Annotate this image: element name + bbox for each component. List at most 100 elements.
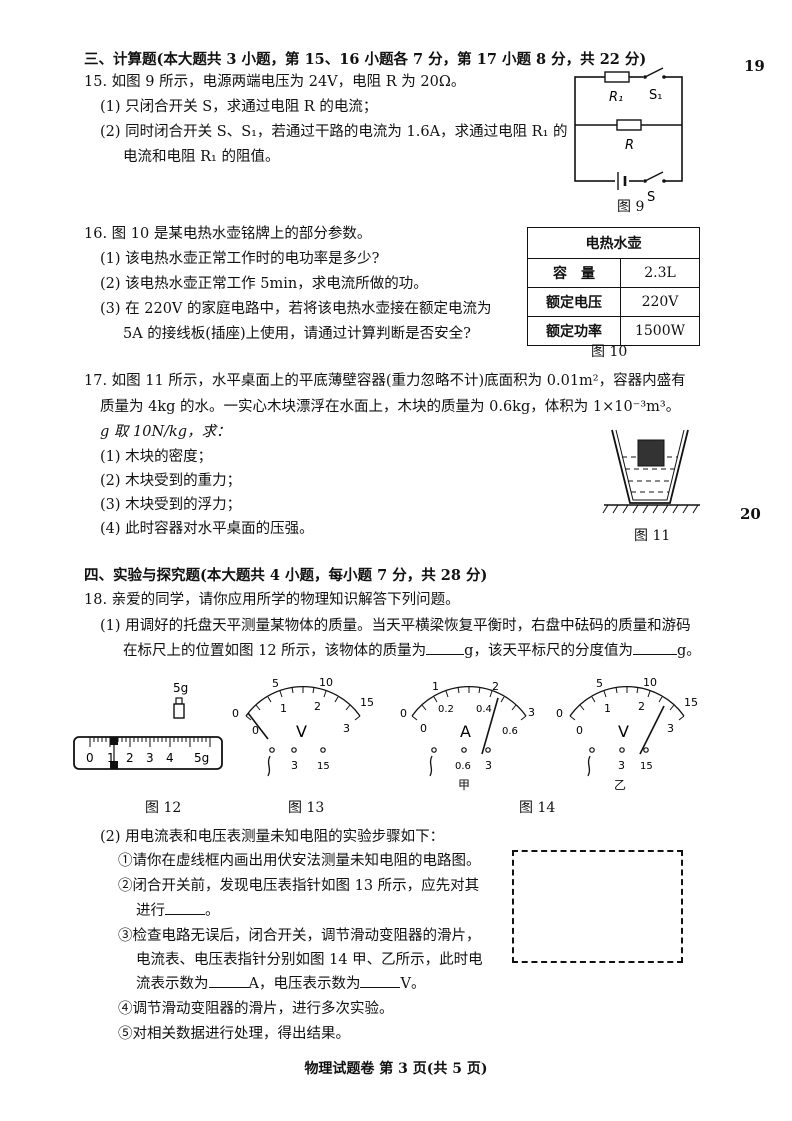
q18-step2b-text2: 。: [205, 903, 220, 919]
terminal-minus: [267, 747, 275, 777]
q18-step4: ④调节滑动变阻器的滑片，进行多次实验。: [118, 1001, 394, 1017]
wood-block: [637, 439, 665, 467]
q18-step1: ①请你在虚线框内画出用伏安法测量未知电阻的电路图。: [118, 853, 481, 869]
ruler-tick-label: 3: [146, 751, 154, 765]
figure-13-caption: 图 13: [288, 800, 325, 816]
table-row: 额定功率 1500W: [527, 316, 700, 346]
q15-part2a: (2) 同时闭合开关 S、S₁，若通过干路的电流为 1.6A，求通过电阻 R₁ …: [100, 124, 568, 140]
page-footer: 物理试题卷 第 3 页(共 5 页): [304, 1061, 488, 1077]
scale-label: 2: [492, 680, 499, 693]
switch-s: [643, 171, 666, 184]
terminal-label: 15: [317, 761, 330, 772]
q17-line3: g 取 10N/kg，求：: [100, 424, 231, 440]
scale-label: 3: [667, 722, 674, 735]
switch-s1: [643, 67, 666, 81]
q18-step2b-text1: 进行: [136, 903, 165, 919]
scale-label: 0: [232, 707, 239, 720]
scale-label: 0.2: [438, 704, 454, 715]
scale-label: 10: [643, 676, 657, 689]
q18-step3c-text3: V。: [400, 976, 426, 992]
q17-line1: 17. 如图 11 所示，水平桌面上的平底薄壁容器(重力忽略不计)底面积为 0.…: [84, 373, 686, 389]
label-r1: R₁: [609, 90, 623, 105]
terminal-label: 0.6: [455, 761, 471, 772]
answer-blank-division[interactable]: [632, 654, 677, 655]
ruler-tick-label: 5g: [194, 751, 209, 765]
scale-label: 0.6: [502, 726, 518, 737]
figure-12-balance: 5g 0 1 2 3 4 5g: [73, 681, 223, 770]
q17-part4: (4) 此时容器对水平桌面的压强。: [100, 521, 314, 537]
q18-step3a: ③检查电路无误后，闭合开关，调节滑动变阻器的滑片，: [118, 928, 481, 944]
figure-14-jia-label: 甲: [458, 778, 471, 792]
nameplate-table: 电热水壶 容 量 2.3L 额定电压 220V 额定功率 1500W: [527, 227, 700, 346]
q16-stem: 16. 图 10 是某电热水壶铭牌上的部分参数。: [84, 226, 372, 242]
meter-symbol: V: [296, 722, 307, 741]
q18-part1b-text1: 在标尺上的位置如图 12 所示，该物体的质量为: [123, 643, 427, 659]
scale-label: 0: [556, 707, 563, 720]
q18-stem: 18. 亲爱的同学，请你应用所学的物理知识解答下列问题。: [84, 592, 460, 608]
figure-11-container: [602, 429, 700, 514]
scale-label: 1: [432, 680, 439, 693]
ruler-tick-label: 0: [86, 751, 94, 765]
row-value: 2.3L: [620, 258, 700, 288]
terminal-3: [619, 747, 625, 753]
scale-label: 0: [576, 724, 583, 737]
figure-14-yi-label: 乙: [614, 778, 627, 792]
q16-part1: (1) 该电热水壶正常工作时的电功率是多少?: [100, 251, 380, 267]
margin-mark-mid: 20: [740, 505, 761, 523]
answer-blank-adjust[interactable]: [165, 914, 205, 915]
battery-symbol: [615, 172, 629, 190]
terminal-3: [291, 747, 297, 753]
terminal-3: [485, 747, 491, 753]
scale-label: 1: [604, 702, 611, 715]
q18-part1b-text2: g，该天平标尺的分度值为: [464, 643, 633, 659]
q18-part1a: (1) 用调好的托盘天平测量某物体的质量。当天平横梁恢复平衡时，右盘中砝码的质量…: [100, 618, 691, 634]
figure-9-caption: 图 9: [617, 199, 645, 215]
figure-14-ammeter: 0 1 2 3 0 0.2 0.4 0.6 A 0.6 3: [400, 680, 535, 777]
figure-10-caption: 图 10: [591, 344, 628, 360]
q15-part2b: 电流和电阻 R₁ 的阻值。: [123, 149, 280, 165]
scale-label: 15: [360, 696, 374, 709]
row-name: 额定电压: [527, 287, 621, 317]
q16-part2: (2) 该电热水壶正常工作 5min，求电流所做的功。: [100, 276, 428, 292]
q17-part3: (3) 木块受到的浮力；: [100, 497, 242, 513]
ruler-tick-label: 2: [126, 751, 134, 765]
terminal-0-6: [461, 747, 467, 753]
weight-icon: [173, 697, 185, 719]
terminal-15: [643, 747, 649, 753]
margin-mark-top: 19: [744, 57, 765, 75]
table-row: 容 量 2.3L: [527, 258, 700, 288]
meter-symbol: V: [618, 722, 629, 741]
needle: [639, 705, 665, 755]
terminal-label: 3: [291, 759, 298, 772]
circuit-drawing-box[interactable]: [512, 850, 683, 963]
q16-part3b: 5A 的接线板(插座)上使用，请通过计算判断是否安全?: [123, 326, 471, 342]
section3-heading: 三、计算题(本大题共 3 小题，第 15、16 小题各 7 分，第 17 小题 …: [84, 51, 647, 68]
weight-label: 5g: [173, 681, 188, 695]
row-name: 额定功率: [527, 316, 621, 346]
figure-14-caption: 图 14: [519, 800, 556, 816]
row-value: 1500W: [620, 316, 700, 346]
q18-step3c-text1: 流表示数为: [136, 976, 209, 992]
figure-11-caption: 图 11: [634, 528, 671, 544]
scale-label: 5: [596, 677, 603, 690]
answer-blank-voltage[interactable]: [360, 987, 401, 988]
scale-label: 15: [684, 696, 698, 709]
q15-part1: (1) 只闭合开关 S，求通过电阻 R 的电流；: [100, 99, 378, 115]
meter-symbol: A: [460, 722, 471, 741]
terminal-label: 15: [640, 761, 653, 772]
q17-part1: (1) 木块的密度；: [100, 449, 213, 465]
q18-part2: (2) 用电流表和电压表测量未知电阻的实验步骤如下：: [100, 829, 445, 845]
answer-blank-current[interactable]: [208, 987, 249, 988]
scale-label: 0: [400, 707, 407, 720]
terminal-label: 3: [618, 759, 625, 772]
label-s: S: [647, 190, 655, 205]
scale-label: 0.4: [476, 704, 492, 715]
scale-label: 0: [420, 722, 427, 735]
figure-14-voltmeter: 0 5 10 15 0 1 2 3 V 3 15: [556, 676, 698, 777]
row-value: 220V: [620, 287, 700, 317]
label-r: R: [625, 138, 634, 153]
row-name: 容 量: [527, 258, 621, 288]
answer-blank-mass[interactable]: [426, 654, 465, 655]
q17-line2: 质量为 4kg 的水。一实心木块漂浮在水面上，木块的质量为 0.6kg，体积为 …: [100, 399, 681, 415]
